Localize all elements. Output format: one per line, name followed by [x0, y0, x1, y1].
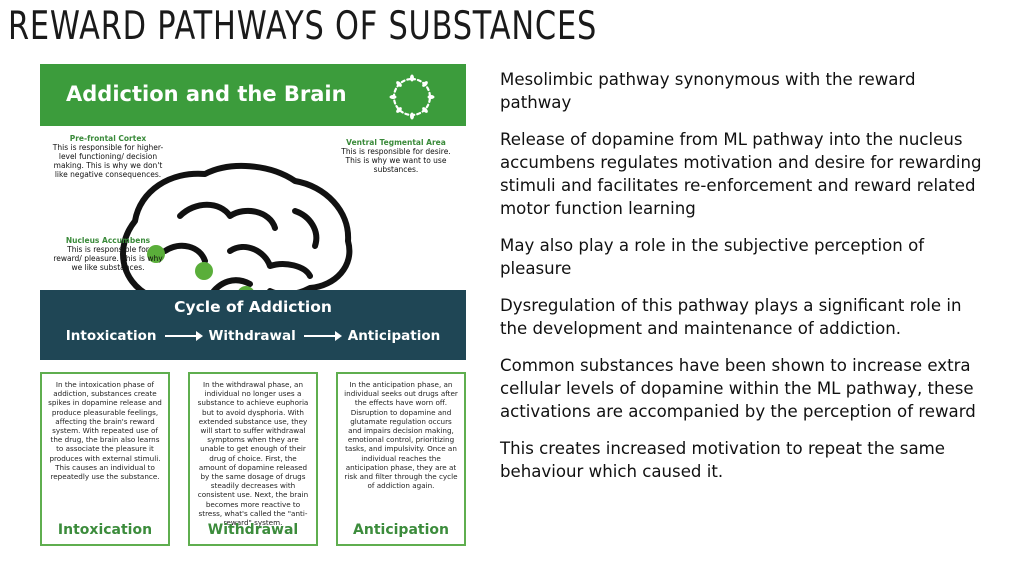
stage-label: Intoxication [57, 522, 153, 538]
callout-accumbens-text: This is responsible for reward/ pleasure… [53, 245, 163, 272]
stage-text: In the anticipation phase, an individual… [344, 380, 458, 491]
callout-accumbens-title: Nucleus Accumbens [65, 236, 151, 245]
bullet-list: Mesolimbic pathway synonymous with the r… [500, 68, 990, 497]
stage-box-intoxication: In the intoxication phase of addiction, … [40, 372, 170, 546]
addiction-infographic: Addiction and the Brain [40, 64, 466, 546]
stage-label: Anticipation [353, 522, 449, 538]
callout-vta: Ventral Tegmental Area This is responsib… [340, 138, 452, 174]
wreath-icon [389, 74, 435, 120]
cycle-step-intoxication: Intoxication [65, 328, 157, 344]
bullet-item: Release of dopamine from ML pathway into… [500, 130, 982, 218]
cycle-step-anticipation: Anticipation [347, 328, 441, 344]
bullet-item: Dysregulation of this pathway plays a si… [500, 296, 962, 338]
callout-vta-text: This is responsible for desire. This is … [341, 147, 451, 174]
slide-title: REWARD PATHWAYS OF SUBSTANCES [8, 4, 598, 49]
callout-accumbens: Nucleus Accumbens This is responsible fo… [52, 236, 164, 272]
callout-prefrontal-title: Pre-frontal Cortex [69, 134, 147, 143]
stage-label: Withdrawal [207, 522, 299, 538]
stage-text: In the intoxication phase of addiction, … [48, 380, 162, 482]
bullet-item: Common substances have been shown to inc… [500, 356, 976, 421]
cycle-title: Cycle of Addiction [174, 298, 332, 316]
bullet-item: May also play a role in the subjective p… [500, 236, 925, 278]
stage-box-withdrawal: In the withdrawal phase, an individual n… [188, 372, 318, 546]
callout-prefrontal-text: This is responsible for higher-level fun… [52, 143, 164, 179]
infographic-banner-title: Addiction and the Brain [66, 82, 347, 106]
callout-vta-title: Ventral Tegmental Area [346, 138, 446, 147]
brain-panel: Pre-frontal Cortex This is responsible f… [40, 126, 466, 352]
stage-box-anticipation: In the anticipation phase, an individual… [336, 372, 466, 546]
bullet-item: Mesolimbic pathway synonymous with the r… [500, 70, 916, 112]
infographic-banner: Addiction and the Brain [40, 64, 466, 126]
cycle-banner: Cycle of Addiction Intoxication Withdraw… [40, 290, 466, 360]
arrow-right-icon [164, 331, 203, 341]
stage-text: In the withdrawal phase, an individual n… [197, 380, 309, 528]
cycle-steps: Intoxication Withdrawal Anticipation [40, 328, 466, 344]
bullet-item: This creates increased motivation to rep… [500, 439, 945, 481]
arrow-right-icon [303, 331, 342, 341]
callout-prefrontal: Pre-frontal Cortex This is responsible f… [52, 134, 164, 179]
cycle-step-withdrawal: Withdrawal [208, 328, 296, 344]
